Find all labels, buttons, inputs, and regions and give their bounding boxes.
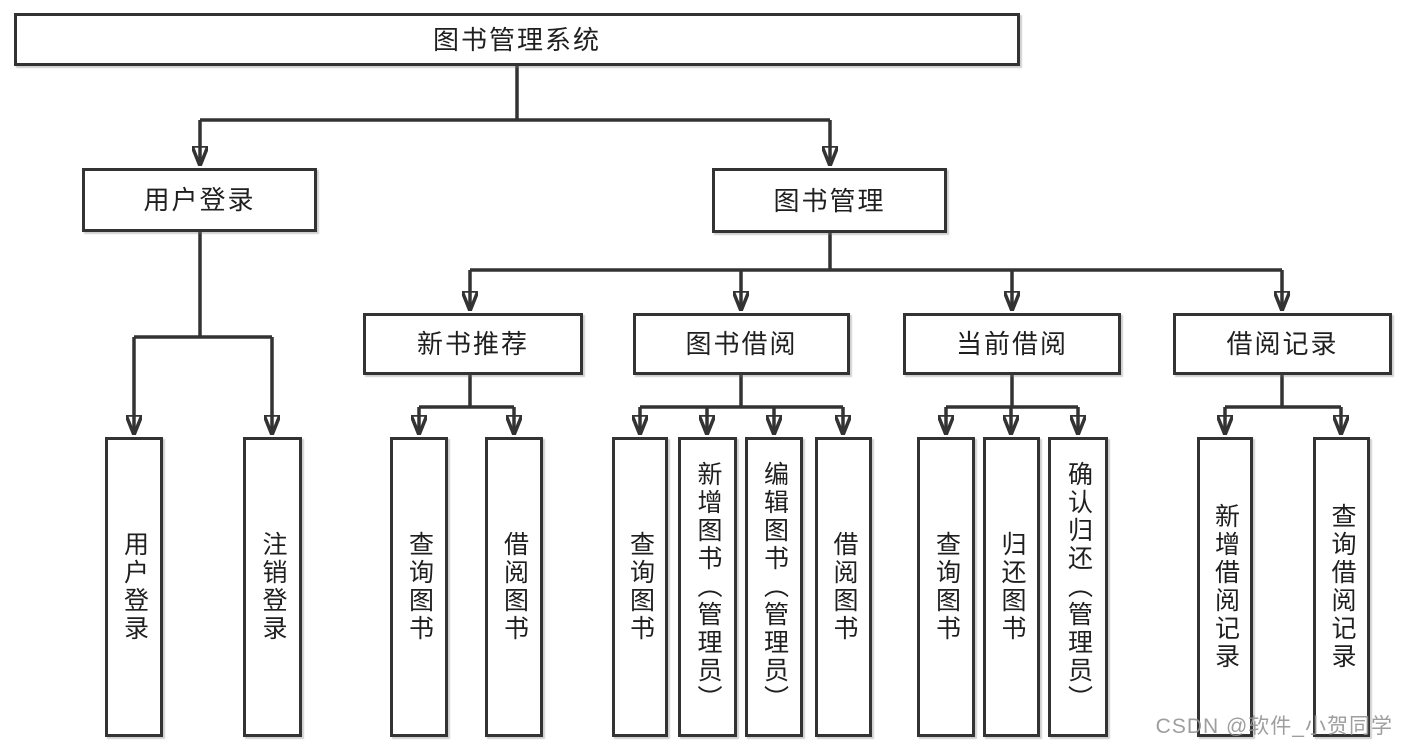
leaf-return-books: 归还图书 [983, 437, 1040, 737]
node-user-login: 用户登录 [82, 168, 317, 232]
leaf-add-book-admin: 新增图书（管理员） [678, 437, 737, 737]
node-book-management: 图书管理 [712, 168, 947, 233]
leaf-user-login: 用户登录 [105, 437, 163, 737]
leaf-query-borrow-record: 查询借阅记录 [1313, 437, 1370, 737]
node-new-book-recommend: 新书推荐 [363, 313, 583, 375]
leaf-add-borrow-record: 新增借阅记录 [1197, 437, 1253, 737]
leaf-query-books-1: 查询图书 [390, 437, 448, 737]
csdn-watermark: CSDN @软件_小贺同学 [1155, 715, 1393, 738]
node-book-borrow: 图书借阅 [633, 313, 850, 375]
leaf-logout: 注销登录 [243, 437, 302, 737]
node-current-borrow: 当前借阅 [903, 313, 1121, 375]
leaf-confirm-return-admin: 确认归还（管理员） [1048, 437, 1108, 737]
leaf-borrow-books-2: 借阅图书 [815, 437, 872, 737]
leaf-query-books-3: 查询图书 [917, 437, 975, 737]
leaf-query-books-2: 查询图书 [612, 437, 668, 737]
node-borrow-records: 借阅记录 [1173, 313, 1392, 375]
leaf-edit-book-admin: 编辑图书（管理员） [745, 437, 803, 737]
leaf-borrow-books-1: 借阅图书 [485, 437, 543, 737]
node-root-system: 图书管理系统 [14, 13, 1020, 66]
